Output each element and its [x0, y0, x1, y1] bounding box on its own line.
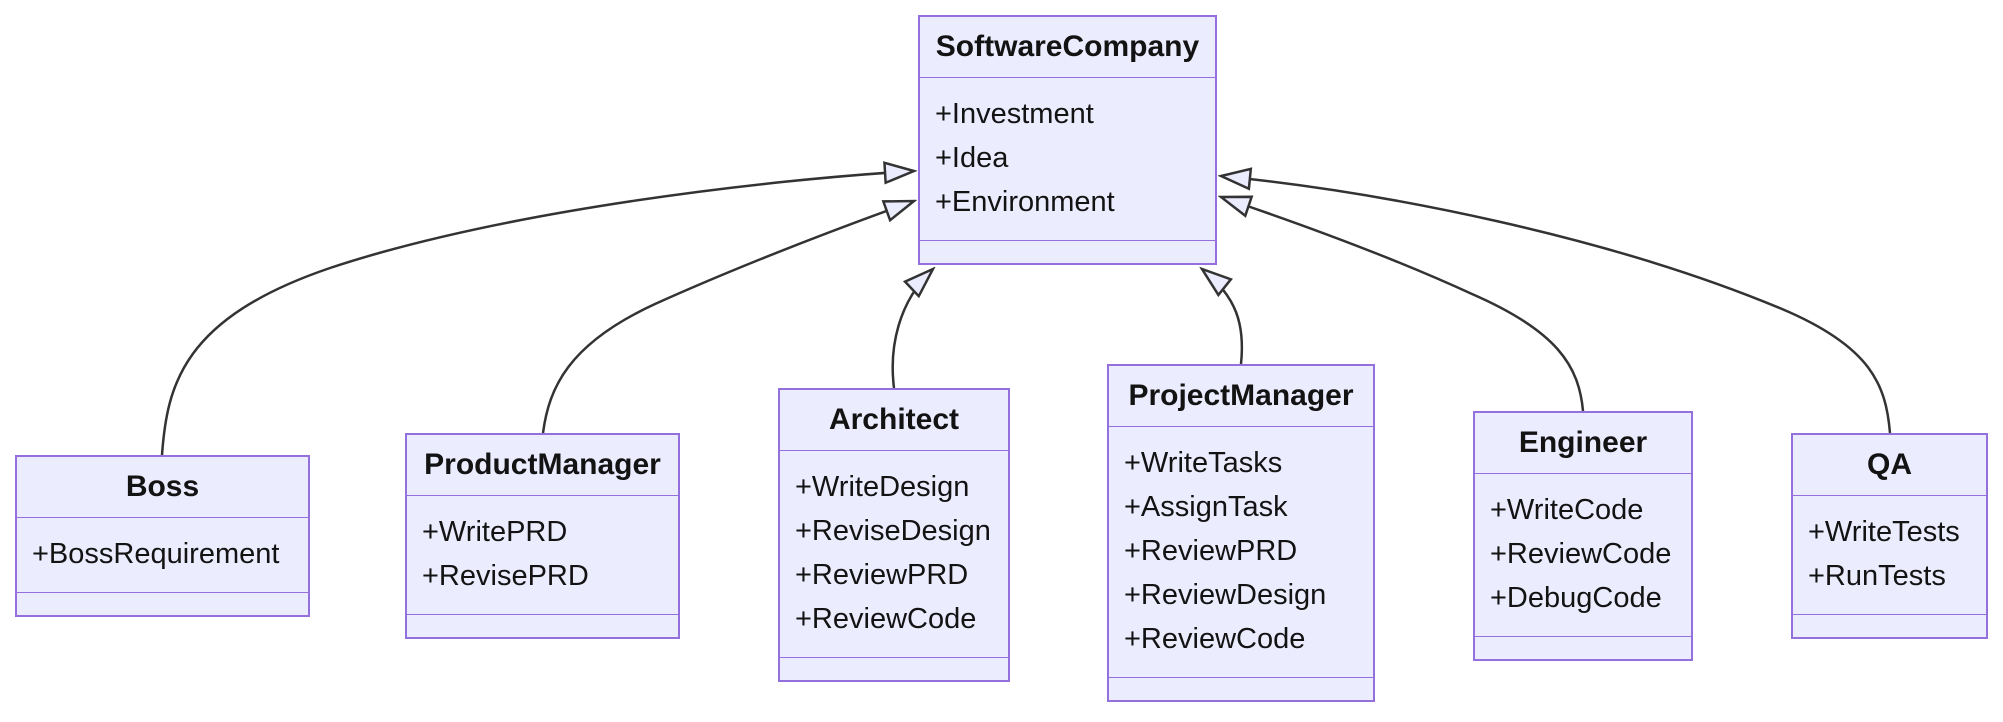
class-title: Engineer [1475, 413, 1691, 474]
class-title: Architect [780, 390, 1008, 451]
class-member: +ReviewCode [1124, 623, 1306, 655]
class-member: +ReviewCode [1490, 538, 1672, 570]
class-members: +BossRequirement [17, 518, 308, 593]
class-member: +Environment [935, 186, 1115, 218]
edge-engineer-to-softwarecompany [1221, 197, 1585, 412]
class-members: +WritePRD +RevisePRD [407, 496, 678, 615]
class-members: +WriteCode +ReviewCode +DebugCode [1475, 474, 1691, 637]
class-box-qa: QA +WriteTests +RunTests [1791, 433, 1988, 639]
class-member: +ReviseDesign [795, 515, 991, 547]
class-members: +WriteTests +RunTests [1793, 496, 1986, 615]
class-empty-methods-compartment [1475, 637, 1691, 659]
edge-qa-to-softwarecompany [1221, 176, 1892, 434]
class-member: +BossRequirement [32, 538, 280, 570]
class-box-engineer: Engineer +WriteCode +ReviewCode +DebugCo… [1473, 411, 1693, 661]
edge-architect-to-softwarecompany [891, 269, 933, 389]
class-box-softwarecompany: SoftwareCompany +Investment +Idea +Envir… [918, 15, 1217, 265]
class-member: +RevisePRD [422, 560, 589, 592]
class-empty-methods-compartment [920, 241, 1215, 263]
class-member: +ReviewPRD [1124, 535, 1298, 567]
class-empty-methods-compartment [407, 615, 678, 637]
class-title: QA [1793, 435, 1986, 496]
class-member: +ReviewDesign [1124, 579, 1327, 611]
class-empty-methods-compartment [1793, 615, 1986, 637]
class-members: +Investment +Idea +Environment [920, 78, 1215, 241]
class-member: +WriteTasks [1124, 447, 1283, 479]
edge-productmanager-to-softwarecompany [541, 201, 914, 434]
class-member: +ReviewPRD [795, 559, 969, 591]
class-title: SoftwareCompany [920, 17, 1215, 78]
class-box-boss: Boss +BossRequirement [15, 455, 310, 617]
edge-projectmanager-to-softwarecompany [1202, 269, 1244, 365]
class-box-architect: Architect +WriteDesign +ReviseDesign +Re… [778, 388, 1010, 682]
class-member: +AssignTask [1124, 491, 1288, 523]
class-empty-methods-compartment [780, 658, 1008, 680]
class-box-productmanager: ProductManager +WritePRD +RevisePRD [405, 433, 680, 639]
class-member: +WritePRD [422, 516, 568, 548]
class-empty-methods-compartment [1109, 678, 1373, 700]
class-box-projectmanager: ProjectManager +WriteTasks +AssignTask +… [1107, 364, 1375, 702]
class-member: +WriteCode [1490, 494, 1644, 526]
class-title: ProjectManager [1109, 366, 1373, 427]
class-title: Boss [17, 457, 308, 518]
class-member: +DebugCode [1490, 582, 1662, 614]
class-member: +WriteTests [1808, 516, 1960, 548]
class-members: +WriteTasks +AssignTask +ReviewPRD +Revi… [1109, 427, 1373, 678]
class-member: +ReviewCode [795, 603, 977, 635]
class-member: +RunTests [1808, 560, 1946, 592]
class-member: +WriteDesign [795, 471, 970, 503]
class-empty-methods-compartment [17, 593, 308, 615]
class-member: +Idea [935, 142, 1009, 174]
edge-boss-to-softwarecompany [160, 171, 914, 456]
class-member: +Investment [935, 98, 1094, 130]
class-title: ProductManager [407, 435, 678, 496]
class-members: +WriteDesign +ReviseDesign +ReviewPRD +R… [780, 451, 1008, 658]
